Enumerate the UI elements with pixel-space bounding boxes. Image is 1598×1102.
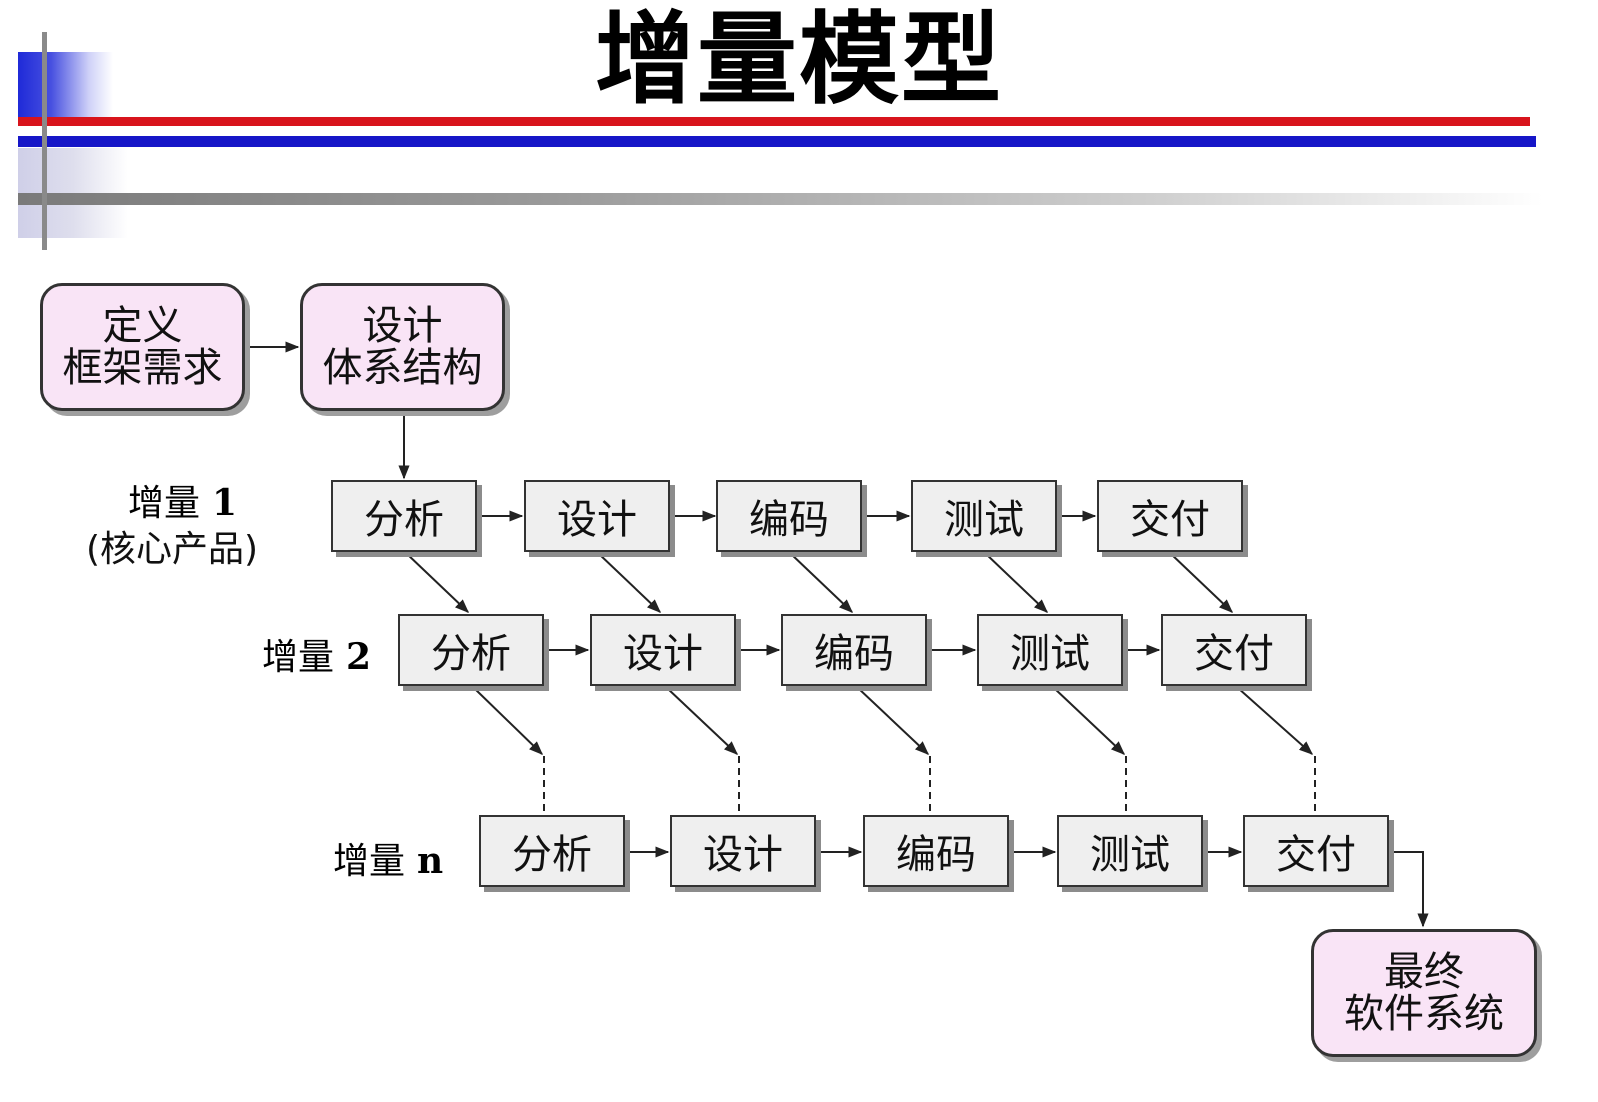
row-label-increment-1: 增量 1 bbox=[128, 474, 237, 526]
step-design-row2: 设计 bbox=[590, 614, 736, 686]
page-title: 增量模型 bbox=[595, 1, 1003, 118]
row-label-text: 增量 bbox=[262, 637, 335, 678]
design-architecture-box: 设计 体系结构 bbox=[300, 283, 505, 411]
diag-r1r2-2 bbox=[597, 552, 662, 613]
final-software-line2: 软件系统 bbox=[1344, 991, 1504, 1037]
step-coding-rown: 编码 bbox=[863, 815, 1009, 887]
header-red-line bbox=[18, 117, 1530, 126]
header-decoration-vertical-line bbox=[42, 32, 47, 250]
diag-r2rn-2 bbox=[666, 687, 739, 755]
header-blue-line bbox=[18, 136, 1536, 147]
diag-r1r2-5 bbox=[1169, 552, 1234, 613]
define-requirements-box: 定义 框架需求 bbox=[40, 283, 245, 411]
arrow-to-final bbox=[1388, 851, 1429, 928]
header-decoration-blue-block bbox=[18, 52, 113, 120]
diag-r2rn-1 bbox=[473, 687, 544, 755]
step-testing-rown: 测试 bbox=[1057, 815, 1203, 887]
step-testing-row2: 测试 bbox=[977, 614, 1123, 686]
step-coding-row2: 编码 bbox=[781, 614, 927, 686]
diag-r1r2-3 bbox=[789, 552, 854, 613]
final-software-system-box: 最终 软件系统 bbox=[1311, 929, 1537, 1057]
diag-r2rn-4 bbox=[1053, 687, 1126, 755]
step-testing-row1: 测试 bbox=[911, 480, 1057, 552]
row-sublabel-core-product: (核心产品) bbox=[86, 529, 259, 570]
step-analysis-rown: 分析 bbox=[479, 815, 625, 887]
row-label-text: 增量 bbox=[333, 841, 406, 882]
step-design-row1: 设计 bbox=[524, 480, 670, 552]
step-delivery-rown: 交付 bbox=[1243, 815, 1389, 887]
step-delivery-row2: 交付 bbox=[1161, 614, 1307, 686]
row-label-increment-n: 增量 n bbox=[333, 832, 443, 884]
row-label-number: n bbox=[417, 840, 444, 882]
row-label-number: 2 bbox=[346, 636, 372, 678]
design-architecture-line1: 设计 bbox=[362, 303, 443, 349]
header-gray-line bbox=[18, 193, 1543, 205]
diag-r2rn-3 bbox=[857, 687, 930, 755]
define-requirements-line1: 定义 bbox=[102, 303, 183, 349]
step-design-rown: 设计 bbox=[670, 815, 816, 887]
step-analysis-row2: 分析 bbox=[398, 614, 544, 686]
step-coding-row1: 编码 bbox=[716, 480, 862, 552]
row-label-increment-2: 增量 2 bbox=[262, 628, 371, 680]
design-architecture-line2: 体系结构 bbox=[322, 345, 483, 391]
diag-r1r2-1 bbox=[405, 552, 470, 613]
step-analysis-row1: 分析 bbox=[331, 480, 477, 552]
row-label-number: 1 bbox=[212, 482, 238, 524]
final-software-line1: 最终 bbox=[1384, 949, 1464, 995]
diag-r2rn-5 bbox=[1237, 687, 1314, 755]
row-label-text: 增量 bbox=[128, 483, 201, 524]
define-requirements-line2: 框架需求 bbox=[62, 345, 223, 391]
diag-r1r2-4 bbox=[984, 552, 1049, 613]
step-delivery-row1: 交付 bbox=[1097, 480, 1243, 552]
